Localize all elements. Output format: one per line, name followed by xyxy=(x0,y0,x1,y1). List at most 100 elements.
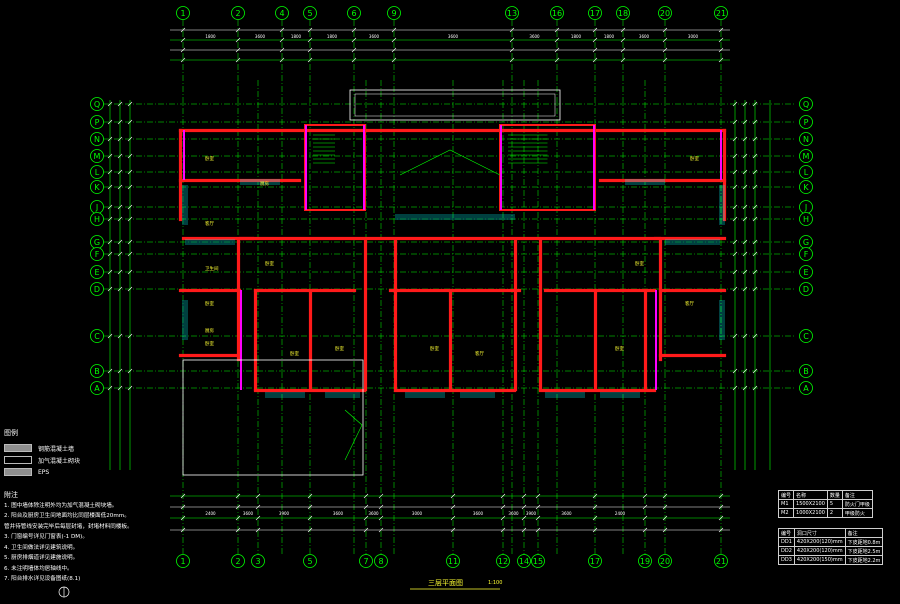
dimension-tick xyxy=(378,493,384,499)
axis-label: 18 xyxy=(618,9,628,18)
notes-title: 附注 xyxy=(4,491,18,499)
room-label: 客厅 xyxy=(685,300,694,307)
dimension-tick xyxy=(107,169,113,175)
dimension-tick xyxy=(180,504,186,510)
dimension-tick xyxy=(107,119,113,125)
dimension-text: 3600 xyxy=(508,511,519,516)
axis-bubble xyxy=(531,554,545,568)
wall xyxy=(653,236,727,241)
dimension-tick xyxy=(235,37,241,43)
dimension-tick xyxy=(351,47,357,53)
legend-label: 加气混凝土砌块 xyxy=(38,457,81,465)
dimension-tick xyxy=(742,153,748,159)
dimension-tick xyxy=(732,169,738,175)
axis-label: A xyxy=(94,384,100,393)
dimension-tick xyxy=(180,57,186,63)
room-label: 客厅 xyxy=(205,220,214,227)
dimension-text: 3600 xyxy=(448,34,459,39)
dimension-tick xyxy=(180,515,186,521)
axis-label: 12 xyxy=(498,557,508,566)
drawing-scale: 1:100 xyxy=(488,580,503,586)
dimension-tick xyxy=(620,27,626,33)
dimension-text: 3600 xyxy=(368,511,379,516)
dimension-tick xyxy=(742,385,748,391)
dimension-tick xyxy=(180,27,186,33)
dimension-tick xyxy=(127,251,133,257)
axis-bubble xyxy=(275,6,289,20)
dimension-text: 3600 xyxy=(369,34,380,39)
dimension-tick xyxy=(732,204,738,210)
dimension-tick xyxy=(752,136,758,142)
dimension-tick xyxy=(742,269,748,275)
dimension-tick xyxy=(592,493,598,499)
dimension-tick xyxy=(255,493,261,499)
dimension-tick xyxy=(752,101,758,107)
dimension-tick xyxy=(509,57,515,63)
axis-label: B xyxy=(94,367,100,376)
room-label: 厨房 xyxy=(205,327,214,334)
axis-bubble xyxy=(714,6,728,20)
dimension-text: 3000 xyxy=(412,511,423,516)
dimension-tick xyxy=(592,57,598,63)
axis-label: 15 xyxy=(533,557,543,566)
dimension-tick xyxy=(742,136,748,142)
dimension-tick xyxy=(351,27,357,33)
dimension-tick xyxy=(117,204,123,210)
axis-label: 6 xyxy=(351,9,356,18)
axis-label: 20 xyxy=(660,9,670,18)
dimension-tick xyxy=(521,527,527,533)
dimension-text: 1800 xyxy=(571,34,582,39)
dimension-tick xyxy=(127,368,133,374)
dimension-tick xyxy=(117,216,123,222)
axis-bubble xyxy=(658,554,672,568)
dimension-text: 3600 xyxy=(255,34,266,39)
axis-label: 4 xyxy=(279,9,284,18)
dimension-tick xyxy=(307,27,313,33)
dimension-tick xyxy=(117,136,123,142)
legend-item: 钢筋混凝土墙 xyxy=(4,442,80,454)
dimension-text: 3900 xyxy=(279,511,290,516)
axis-bubble xyxy=(799,115,813,129)
dimension-tick xyxy=(500,493,506,499)
wall xyxy=(448,288,453,392)
dimension-text: 3000 xyxy=(688,34,699,39)
table-row: 编号名称数量备注 xyxy=(777,490,873,500)
dimension-tick xyxy=(742,286,748,292)
dimension-tick xyxy=(107,153,113,159)
note-line: 1. 图中墙体除注明外均为加气混凝土砌块墙。 xyxy=(4,502,118,509)
dimension-tick xyxy=(363,527,369,533)
axis-label: 9 xyxy=(391,9,396,18)
wall xyxy=(658,353,727,358)
legend-item: 加气混凝土砌块 xyxy=(4,454,80,466)
dimension-tick xyxy=(235,515,241,521)
dimension-tick xyxy=(535,493,541,499)
axis-label: N xyxy=(803,135,809,144)
dimension-text: 1800 xyxy=(604,34,615,39)
dimension-tick xyxy=(742,368,748,374)
dimension-tick xyxy=(107,333,113,339)
dimension-tick xyxy=(554,57,560,63)
wall xyxy=(593,288,598,392)
dimension-tick xyxy=(279,47,285,53)
dimension-tick xyxy=(509,47,515,53)
axis-bubble xyxy=(446,554,460,568)
axis-bubble xyxy=(799,180,813,194)
wall xyxy=(178,353,242,358)
dimension-tick xyxy=(592,47,598,53)
dimension-tick xyxy=(620,57,626,63)
axis-bubble xyxy=(90,381,104,395)
axis-label: J xyxy=(804,203,807,212)
dimension-text: 2400 xyxy=(205,511,216,516)
dimension-tick xyxy=(752,286,758,292)
dimension-tick xyxy=(732,333,738,339)
wall xyxy=(178,128,183,222)
dimension-tick xyxy=(127,204,133,210)
dimension-tick xyxy=(235,504,241,510)
legend-title: 图例 xyxy=(4,429,18,437)
dimension-tick xyxy=(107,136,113,142)
dimension-tick xyxy=(535,527,541,533)
dimension-tick xyxy=(117,269,123,275)
room-label: 卧室 xyxy=(635,260,644,267)
dimension-tick xyxy=(307,504,313,510)
